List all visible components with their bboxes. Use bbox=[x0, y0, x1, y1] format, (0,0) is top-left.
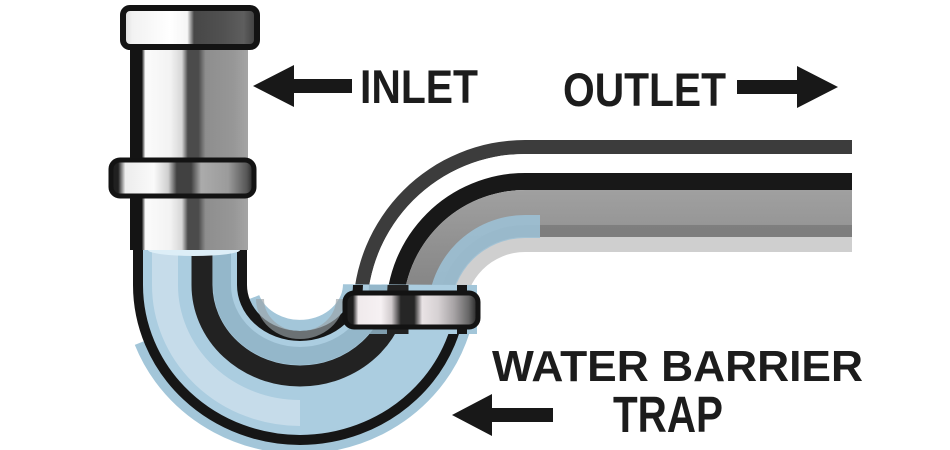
outlet-pipe-black-band bbox=[386, 173, 852, 336]
lower-coupling-nut bbox=[342, 290, 481, 330]
outlet-arrow-right-icon bbox=[737, 66, 838, 108]
inlet-top-flange bbox=[120, 5, 260, 50]
inlet-label: INLET bbox=[360, 60, 478, 113]
water-barrier-label: WATER BARRIER bbox=[492, 342, 863, 391]
trap-arrow-left-icon bbox=[452, 394, 553, 436]
trap-hole-shadow bbox=[256, 298, 344, 339]
trap-label: TRAP bbox=[613, 386, 723, 443]
elbow-water-sheen bbox=[428, 215, 540, 336]
outlet-pipe-highlight-band bbox=[367, 154, 852, 336]
outlet-pipe bbox=[353, 140, 852, 336]
outlet-pipe-shadow-band bbox=[438, 225, 852, 336]
inlet-pipe bbox=[130, 30, 248, 250]
outlet-pipe-bottom-band bbox=[450, 237, 852, 336]
outlet-label: OUTLET bbox=[563, 63, 726, 116]
inlet-arrow-left-icon bbox=[253, 65, 352, 107]
upper-coupling-nut bbox=[108, 157, 257, 199]
trap-water-highlight bbox=[152, 250, 301, 426]
